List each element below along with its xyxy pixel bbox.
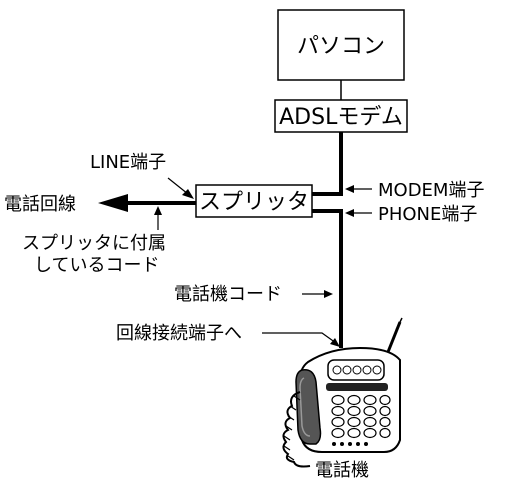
attached-cord-arrowhead bbox=[154, 206, 162, 215]
pc-box: パソコン bbox=[277, 9, 405, 81]
splitter-box: スプリッタ bbox=[195, 184, 313, 218]
phone-cord-arrowhead bbox=[324, 290, 333, 298]
attached-cord-label-2: しているコード bbox=[34, 255, 159, 276]
phone-port-label: PHONE端子 bbox=[378, 204, 477, 225]
phone-port-arrowhead bbox=[345, 209, 354, 217]
modem-port-label: MODEM端子 bbox=[378, 180, 484, 201]
line-port-label: LINE端子 bbox=[90, 152, 166, 173]
line-jack-label: 回線接続端子へ bbox=[116, 323, 242, 344]
phone-line-label: 電話回線 bbox=[4, 194, 76, 215]
adsl-modem-box: ADSLモデム bbox=[274, 99, 408, 133]
line-port-leader bbox=[167, 177, 189, 195]
adsl-modem-label: ADSLモデム bbox=[279, 105, 403, 130]
pc-label: パソコン bbox=[297, 34, 385, 59]
phone-line-arrow bbox=[98, 194, 128, 212]
line-jack-leader bbox=[262, 332, 337, 344]
splitter-phone-cable bbox=[312, 209, 343, 348]
modem-splitter-cable bbox=[312, 132, 343, 196]
attached-cord-label-1: スプリッタに付属 bbox=[22, 233, 166, 254]
line-port-arrowhead bbox=[182, 189, 194, 199]
splitter-label: スプリッタ bbox=[199, 190, 309, 215]
telephone-label: 電話機 bbox=[315, 460, 369, 481]
telephone-icon bbox=[282, 317, 403, 468]
line-jack-arrowhead bbox=[330, 338, 340, 347]
phone-cord-label: 電話機コード bbox=[174, 284, 282, 305]
modem-port-arrowhead bbox=[345, 185, 354, 193]
